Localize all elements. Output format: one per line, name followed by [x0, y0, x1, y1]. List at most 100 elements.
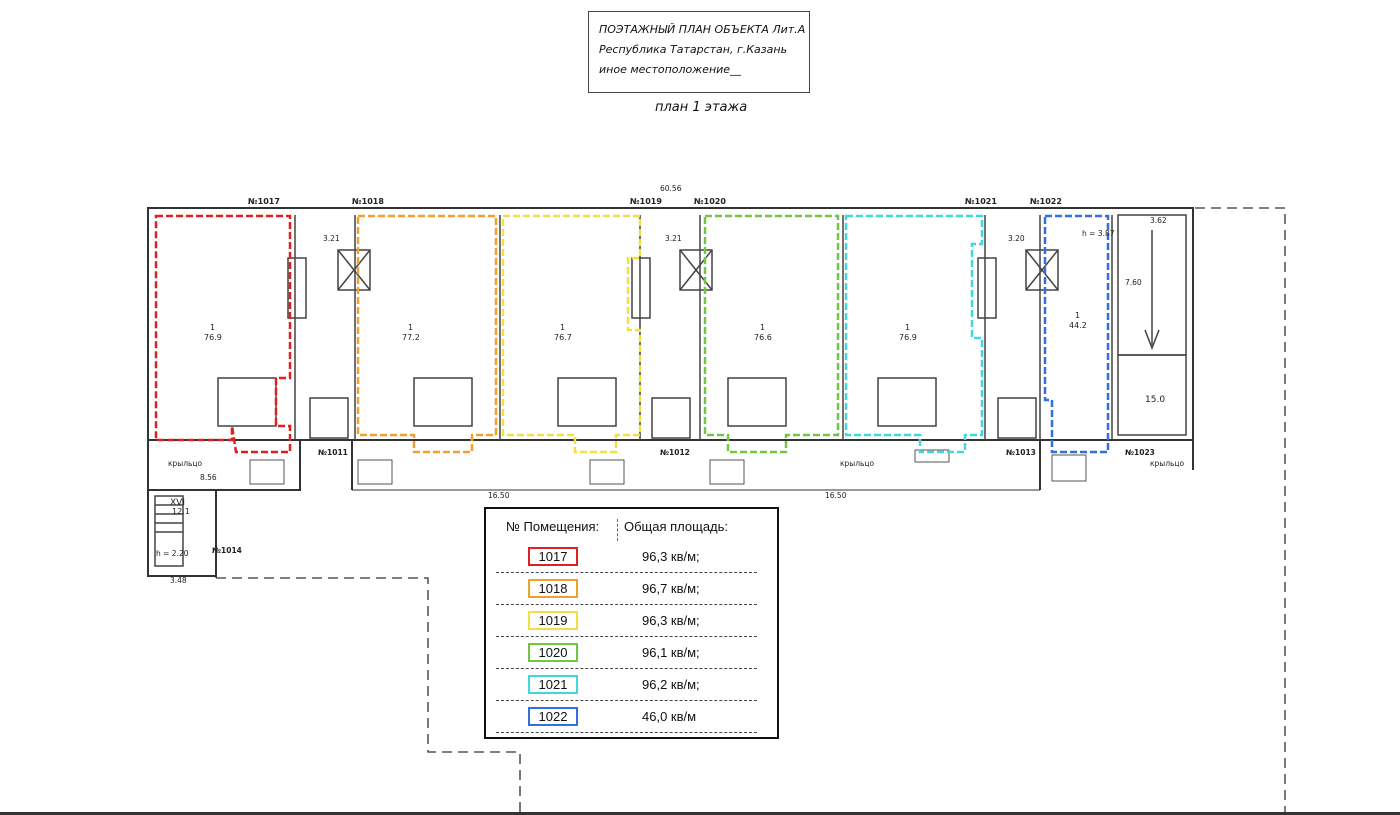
small-room	[413, 377, 473, 427]
unit-outline-1022	[1043, 214, 1110, 454]
unit-label: №1022	[1030, 197, 1062, 206]
legend-unit-swatch: 1021	[528, 675, 578, 694]
porch-left-wall	[147, 440, 301, 491]
room-area: 77.2	[402, 333, 420, 342]
room-area: 76.9	[899, 333, 917, 342]
lift-x	[1025, 249, 1059, 291]
room-xvi-area: 12.1	[172, 507, 190, 516]
plan-caption: план 1 этажа	[655, 100, 748, 115]
entrance-label-1011: №1011	[318, 448, 348, 457]
dim-label: 8.56	[200, 473, 217, 482]
unit-label: №1021	[965, 197, 997, 206]
legend-unit-swatch: 1022	[528, 707, 578, 726]
title-line-2: Республика Татарстан, г.Казань	[599, 43, 788, 56]
stair-flight	[977, 257, 997, 319]
stair-flight	[154, 495, 184, 567]
dim-label: 3.21	[665, 234, 682, 243]
entrance-label-1012: №1012	[660, 448, 690, 457]
unit-label: №1019	[630, 197, 662, 206]
legend-row: 1018 96,7 кв/м;	[486, 573, 777, 605]
unit-label: №1018	[352, 197, 384, 206]
room-area: 44.2	[1069, 321, 1087, 330]
room-number: 1	[905, 323, 910, 332]
small-room	[651, 397, 691, 439]
plan-labels: 60.56 3.21 3.21 3.20 h = 3.87 3.62 7.60 …	[156, 184, 1185, 585]
legend-row: 1019 96,3 кв/м;	[486, 605, 777, 637]
overall-width-dim: 60.56	[660, 184, 682, 193]
stair-block-1014	[147, 489, 217, 577]
legend-unit-area: 96,7 кв/м;	[642, 581, 700, 596]
small-room	[727, 377, 787, 427]
legend-header-room: № Помещения:	[506, 519, 600, 534]
room-area: 76.7	[554, 333, 572, 342]
entrance-label-1013: №1013	[1006, 448, 1036, 457]
small-room	[997, 397, 1037, 439]
legend-row: 1021 96,2 кв/м;	[486, 669, 777, 701]
stair-flight	[287, 257, 307, 319]
dim-label: 3.20	[1008, 234, 1025, 243]
site-boundary	[215, 207, 1286, 815]
partitions	[154, 214, 1187, 567]
legend-row-divider	[496, 668, 757, 669]
bottom-edge	[0, 812, 1400, 815]
title-line-1: ПОЭТАЖНЫЙ ПЛАН ОБЪЕКТА Лит.А	[599, 23, 806, 36]
entrance-label-1014: №1014	[212, 546, 242, 555]
legend-header: № Помещения: Общая площадь:	[486, 517, 777, 539]
legend-divider	[617, 519, 618, 541]
legend-unit-area: 96,2 кв/м;	[642, 677, 700, 692]
main-wall	[147, 207, 1194, 441]
room-15-area: 15.0	[1145, 395, 1165, 405]
porch-label: крыльцо	[1150, 459, 1185, 468]
legend-unit-area: 96,3 кв/м;	[642, 549, 700, 564]
legend-row-divider	[496, 572, 757, 573]
legend-unit-swatch: 1017	[528, 547, 578, 566]
legend-unit-area: 96,3 кв/м;	[642, 613, 700, 628]
room-number: 1	[408, 323, 413, 332]
room-area: 76.9	[204, 333, 222, 342]
lift-shaft-3	[1025, 249, 1059, 291]
legend-row: 1017 96,3 кв/м;	[486, 541, 777, 573]
unit-label: №1017	[248, 197, 280, 206]
dim-label: 3.62	[1150, 216, 1167, 225]
unit-labels: №1017176.9№1018177.2№1019176.7№1020176.6…	[204, 197, 1087, 342]
title-stamp: ПОЭТАЖНЫЙ ПЛАН ОБЪЕКТА Лит.А Республика …	[588, 11, 810, 93]
legend-row-divider	[496, 604, 757, 605]
small-room	[557, 377, 617, 427]
legend-unit-swatch: 1020	[528, 643, 578, 662]
room-number: 1	[210, 323, 215, 332]
unit-outline-1020	[703, 214, 840, 454]
room-number: 1	[560, 323, 565, 332]
small-room	[309, 397, 349, 439]
legend-row-divider	[496, 732, 757, 733]
title-line-3: иное местоположение__	[599, 63, 742, 76]
legend-header-area: Общая площадь:	[624, 519, 729, 534]
unit-outline-1019	[501, 214, 642, 454]
stair-height-label: h = 2.20	[156, 549, 189, 558]
room-area: 76.6	[754, 333, 772, 342]
room-height-label: h = 3.87	[1082, 229, 1115, 238]
unit-label: №1020	[694, 197, 726, 206]
small-room	[877, 377, 937, 427]
lift-shaft-2	[679, 249, 713, 291]
room-xvi-number: XVI	[170, 498, 185, 508]
unit-outline-1017	[154, 214, 292, 454]
legend-unit-swatch: 1018	[528, 579, 578, 598]
ramp-arrowhead	[1144, 329, 1160, 351]
entrance-label-1023: №1023	[1125, 448, 1155, 457]
unit-outline-1018	[356, 214, 498, 454]
dim-label: 3.21	[323, 234, 340, 243]
room-15	[1117, 354, 1187, 436]
legend-unit-swatch: 1019	[528, 611, 578, 630]
porch-steps	[249, 449, 1087, 485]
stair-flight	[631, 257, 651, 319]
building-outline	[147, 207, 1194, 577]
lift-x	[679, 249, 713, 291]
legend-row-divider	[496, 636, 757, 637]
legend-row-divider	[496, 700, 757, 701]
dim-label: 7.60	[1125, 278, 1142, 287]
room-number: 1	[760, 323, 765, 332]
dim-label: 3.48	[170, 576, 187, 585]
lift-x	[337, 249, 371, 291]
